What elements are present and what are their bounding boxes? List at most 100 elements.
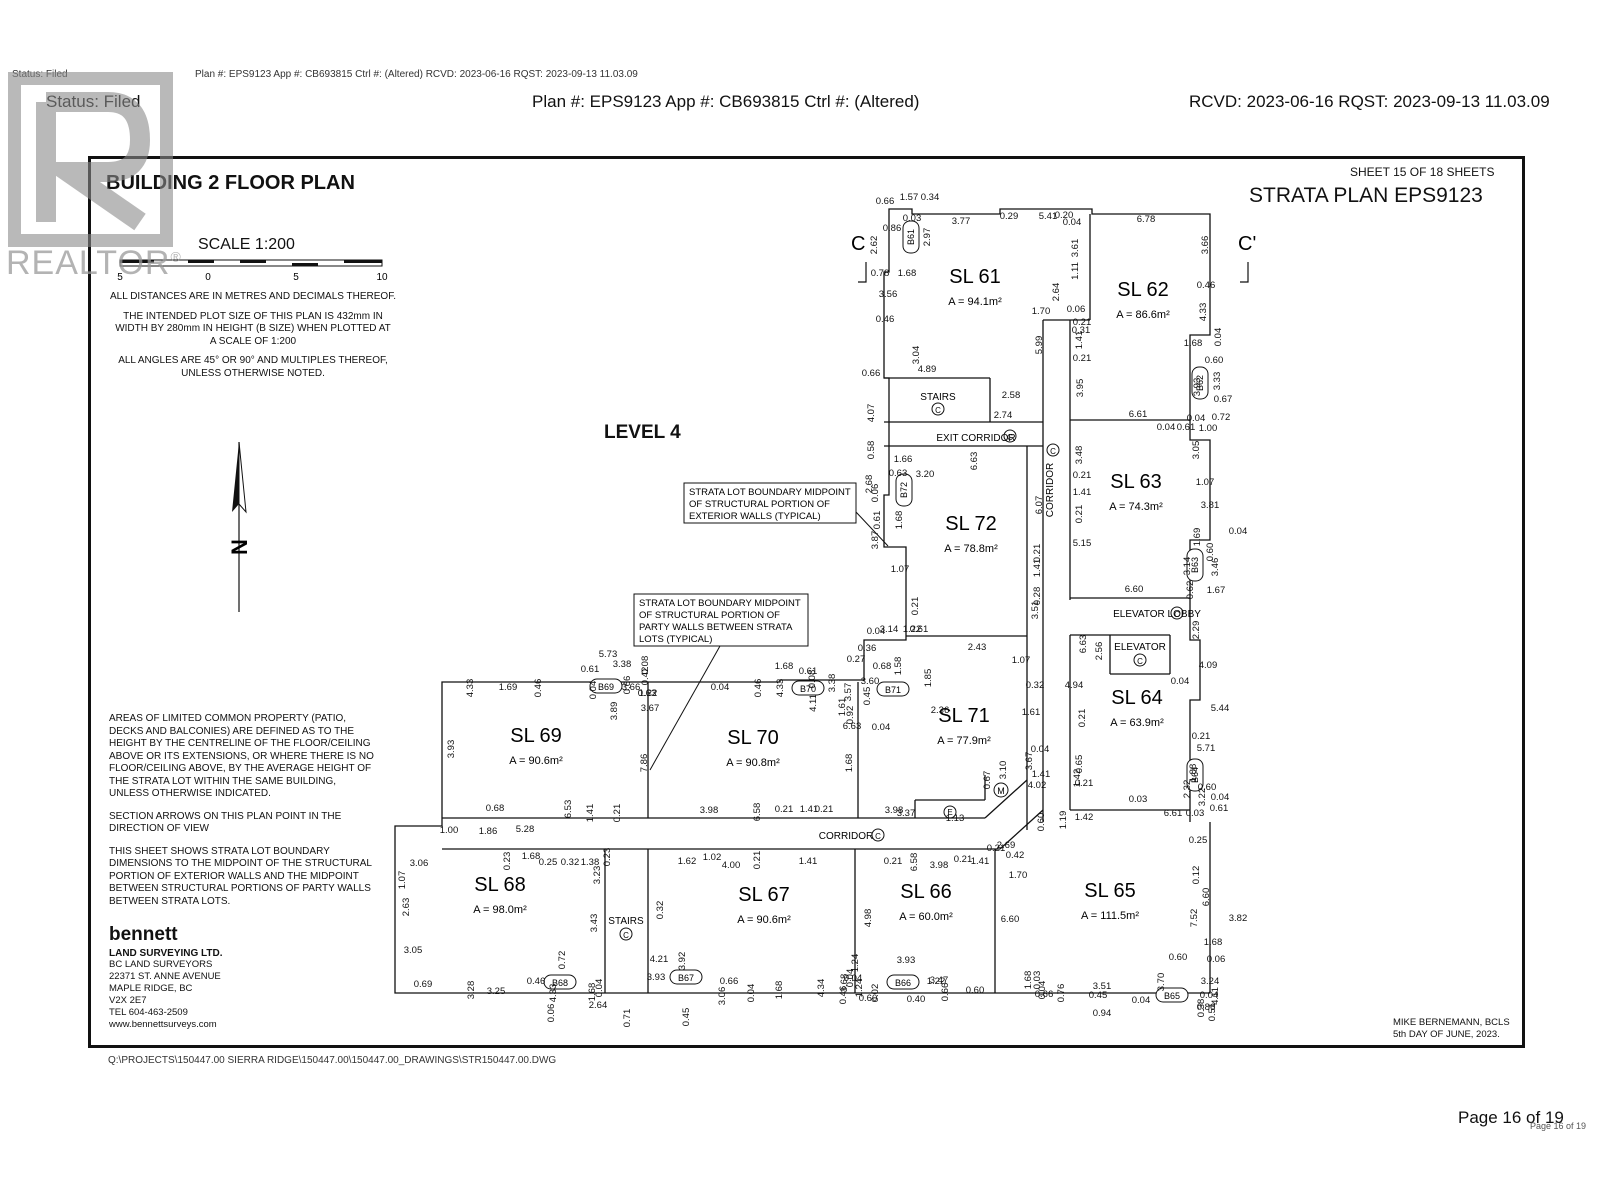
electrical-icon [943, 805, 957, 819]
plan-note: WIDTH BY 280mm IN HEIGHT (B SIZE) WHEN P… [115, 323, 391, 334]
lcp-note: HEIGHT BY THE CENTRELINE OF THE FLOOR/CE… [109, 738, 371, 749]
lcp-tag-box [589, 678, 623, 694]
sheet-note: PORTION OF EXTERIOR WALLS AND THE MIDPOI… [109, 870, 359, 882]
dimension-label: 0.61 [1210, 803, 1229, 814]
room-label: CORRIDOR [1045, 463, 1056, 517]
level-label: LEVEL 4 [604, 422, 681, 443]
realtor-watermark: REALTOR® [6, 244, 182, 283]
callout-line: STRATA LOT BOUNDARY MIDPOINT [689, 487, 851, 498]
dimension-label: 1.68 [587, 983, 598, 1002]
common-property-icon [1046, 443, 1060, 457]
dimension-label: 0.60 [1198, 782, 1217, 793]
dimension-label: 0.08 [640, 656, 651, 675]
lot-area: A = 78.8m² [944, 543, 998, 555]
lot-area: A = 63.9m² [1110, 717, 1164, 729]
dimension-label: 0.04 [844, 973, 863, 984]
dimension-label: 0.04 [1063, 217, 1082, 228]
dimension-label: 6.78 [1137, 214, 1156, 225]
plan-note: THE INTENDED PLOT SIZE OF THIS PLAN IS 4… [123, 310, 383, 322]
dimension-label: 3.38 [613, 659, 632, 670]
lot-area: A = 86.6m² [1116, 309, 1170, 321]
dimension-label: 1.68 [1204, 937, 1223, 948]
dimension-label: 0.42 [1006, 850, 1025, 861]
dimension-label: 1.85 [923, 669, 934, 688]
file-path: Q:\PROJECTS\150447.00 SIERRA RIDGE\15044… [108, 1055, 557, 1066]
common-property-icon [619, 927, 633, 941]
lot-id: SL 69 [510, 725, 562, 747]
surveyor-block: bennett LAND SURVEYING LTD. BC LAND SURV… [109, 924, 223, 1031]
dimension-label: 1.42 [1072, 769, 1083, 788]
dimension-label: 3.89 [609, 702, 620, 721]
dimension-label: 0.58 [866, 441, 877, 460]
dimension-label: 1.67 [1207, 585, 1226, 596]
dimension-label: 2.97 [922, 228, 933, 247]
dimension-label: 3.04 [911, 346, 922, 365]
callout-box [683, 482, 857, 524]
dimension-label: 1.69 [1192, 528, 1203, 547]
callout-line: OF STRUCTURAL PORTION OF [639, 610, 780, 621]
dimension-label: 4.00 [722, 860, 741, 871]
north-label: N [227, 539, 252, 555]
dimension-label: 6.60 [1001, 914, 1020, 925]
sheet-note: THIS SHEET SHOWS STRATA LOT BOUNDARY [109, 845, 330, 857]
dimension-label: 3.05 [1191, 441, 1202, 460]
dimension-label: 1.58 [893, 657, 904, 676]
dimension-label: 0.06 [870, 484, 881, 503]
lot-area: A = 111.5m² [1081, 910, 1139, 922]
dimension-label: 6.58 [752, 803, 763, 822]
scale-tick-label: 0 [205, 272, 211, 283]
common-property-icon [1003, 429, 1017, 443]
dimension-label: 0.60 [1169, 952, 1188, 963]
dimension-label: 1.88 [1188, 764, 1199, 783]
dimension-label: 0.25 [1189, 835, 1208, 846]
lot-id: SL 68 [474, 874, 526, 896]
dimension-label: 1.41 [1032, 769, 1051, 780]
dimension-label: 5.71 [1197, 743, 1216, 754]
dimension-label: 0.04 [711, 682, 730, 693]
dimension-label: 3.22 [1197, 788, 1208, 807]
dimension-label: 0.51 [1207, 1003, 1218, 1022]
dimension-label: 0.04 [746, 984, 757, 1003]
common-mark: C [1007, 433, 1013, 442]
dimension-label: 3.92 [677, 952, 688, 971]
dimension-label: 1.02 [703, 852, 722, 863]
dimension-label: 0.28 [1032, 587, 1043, 606]
callout-box [633, 593, 809, 647]
dimension-label: 6.53 [563, 800, 574, 819]
dimension-label: 1.42 [1075, 812, 1094, 823]
dimension-label: 3.48 [1074, 446, 1085, 465]
lot-area: A = 74.3m² [1109, 501, 1163, 513]
dimension-label: 2.63 [401, 898, 412, 917]
dimension-label: 3.93 [1192, 378, 1203, 397]
lcp-tag: B61 [906, 229, 916, 245]
section-arrow-icon [1240, 262, 1249, 283]
dimension-label: 1.19 [1058, 811, 1069, 830]
dimension-label: 3.60 [861, 676, 880, 687]
dimension-label: 1.68 [774, 981, 785, 1000]
dimension-label: 4.98 [863, 909, 874, 928]
dimension-label: 0.21 [1073, 470, 1092, 481]
building-outline [888, 208, 1211, 822]
dimension-label: 0.86 [883, 223, 902, 234]
dimension-label: 1.22 [903, 624, 922, 635]
dimension-label: 0.36 [858, 643, 877, 654]
dimension-label: 1.61 [1022, 707, 1041, 718]
dimension-label: 0.02 [870, 984, 881, 1003]
north-arrow-icon: N [227, 442, 252, 612]
dimension-label: 1.38 [581, 857, 600, 868]
lcp-tag-box [876, 681, 910, 697]
dimension-label: 0.46 [876, 314, 895, 325]
dimension-label: 0.68 [873, 661, 892, 672]
dimension-label: 3.43 [589, 914, 600, 933]
dimension-label: 4.33 [1198, 303, 1209, 322]
dimension-label: 3.98 [700, 805, 719, 816]
dimension-label: 3.06 [717, 987, 728, 1006]
lcp-tag: B72 [899, 482, 909, 498]
dimension-label: 4.02 [1028, 780, 1047, 791]
dimension-label: 0.21 [1073, 317, 1092, 328]
sheet-note: DIMENSIONS TO THE MIDPOINT OF THE STRUCT… [109, 858, 372, 869]
dimension-label: 0.46 [753, 679, 764, 698]
dimension-label: 3.33 [1212, 372, 1223, 391]
dimension-label: 0.66 [720, 976, 739, 987]
dimension-label: 0.61 [1177, 422, 1196, 433]
